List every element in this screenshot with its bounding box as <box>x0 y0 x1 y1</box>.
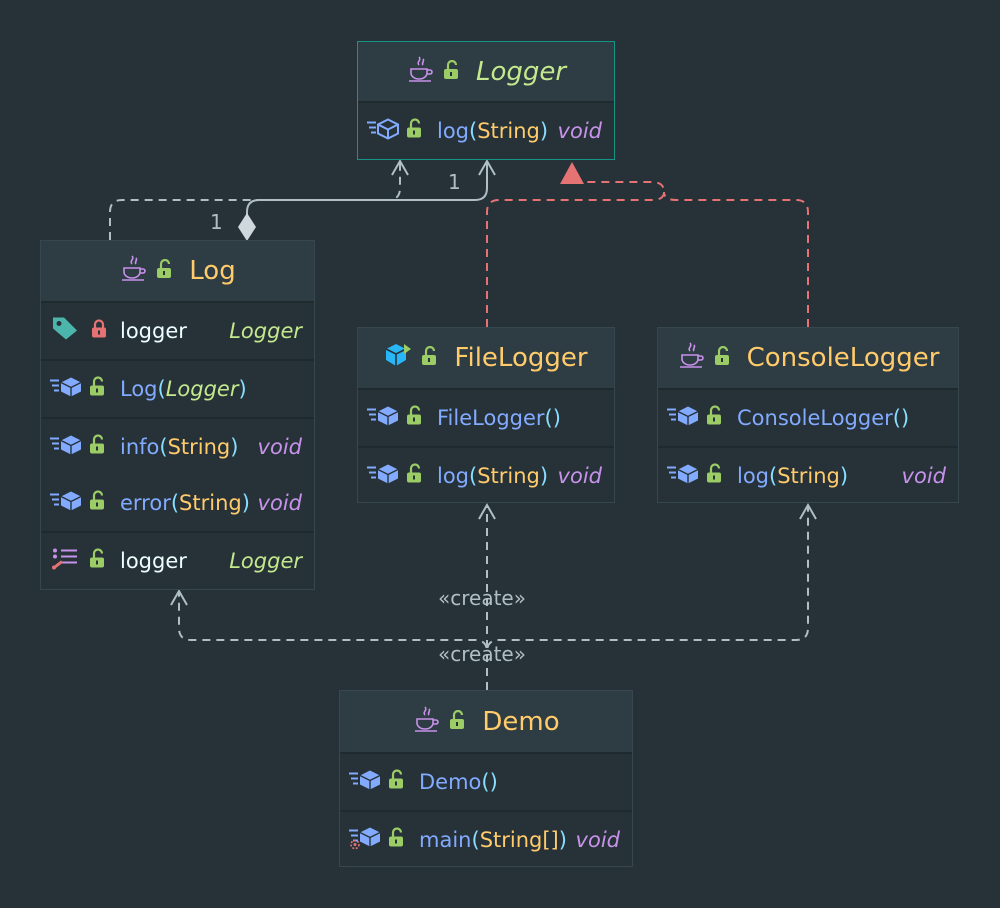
unlocked-icon <box>88 490 106 516</box>
unlocked-icon <box>420 345 438 370</box>
composition-edge-log-logger <box>246 163 488 220</box>
java-icon <box>412 705 440 739</box>
create-label-filelogger: «create» <box>438 586 526 610</box>
class-header: Logger <box>358 42 614 103</box>
property-row-logger[interactable]: logger Logger <box>41 533 314 589</box>
return-type: void <box>257 491 302 515</box>
create-arrowhead-filelogger <box>478 502 496 520</box>
unlocked-icon <box>387 827 405 853</box>
dependency-edge-log-logger <box>109 163 401 240</box>
cube-icon <box>384 342 412 374</box>
class-filelogger[interactable]: FileLogger FileLogger() log(String) void <box>357 327 615 503</box>
property-type: Logger <box>229 549 302 573</box>
property-name: logger <box>120 549 187 573</box>
class-name: Log <box>189 256 236 286</box>
constructor-row-filelogger[interactable]: FileLogger() <box>358 390 614 448</box>
unlocked-icon <box>442 59 460 84</box>
method-signature: log(String) <box>737 464 849 488</box>
create-arrowhead-consolelogger <box>799 502 817 520</box>
create-arrowhead-log <box>170 588 188 606</box>
class-logger[interactable]: Logger log(String) void <box>357 41 615 160</box>
field-type: Logger <box>229 319 302 343</box>
method-signature: log(String) <box>437 119 549 143</box>
class-log[interactable]: Log logger Logger Log(Logger) info(Strin… <box>40 240 315 590</box>
field-row-logger[interactable]: logger Logger <box>41 303 314 361</box>
method-icon <box>366 118 400 145</box>
method-icon <box>49 490 83 517</box>
field-tag-icon <box>51 316 79 347</box>
constructor-signature: Demo() <box>419 770 498 794</box>
class-header: Log <box>41 241 314 303</box>
multiplicity-target: 1 <box>448 170 461 194</box>
return-type: void <box>575 828 620 852</box>
multiplicity-source: 1 <box>210 210 223 234</box>
method-signature: info(String) <box>120 435 239 459</box>
constructor-signature: Log(Logger) <box>120 377 247 401</box>
unlocked-icon <box>405 405 423 431</box>
constructor-row-log[interactable]: Log(Logger) <box>41 361 314 419</box>
unlocked-icon <box>448 709 466 734</box>
class-consolelogger[interactable]: ConsoleLogger ConsoleLogger() log(String… <box>657 327 959 503</box>
method-row-error[interactable]: error(String) void <box>41 475 314 533</box>
realization-edge-filelogger <box>486 181 666 327</box>
method-signature: main(String[]) <box>419 828 567 852</box>
unlocked-icon <box>705 405 723 431</box>
method-icon <box>49 376 83 403</box>
return-type: void <box>901 464 946 488</box>
field-name: logger <box>120 319 187 343</box>
method-signature: log(String) <box>437 464 549 488</box>
create-label-consolelogger: «create» <box>438 642 526 666</box>
return-type: void <box>557 464 602 488</box>
return-type: void <box>257 435 302 459</box>
composition-diamond <box>238 213 256 241</box>
unlocked-icon <box>88 434 106 460</box>
method-row-log[interactable]: log(String) void <box>358 103 614 159</box>
property-icon <box>51 547 79 576</box>
method-signature: error(String) <box>120 491 250 515</box>
locked-icon <box>90 319 108 344</box>
method-icon <box>366 405 400 432</box>
constructor-row-consolelogger[interactable]: ConsoleLogger() <box>658 390 958 448</box>
method-icon <box>666 463 700 490</box>
dependency-arrowhead-logger <box>391 158 409 176</box>
unlocked-icon <box>713 345 731 370</box>
java-icon <box>677 341 705 375</box>
constructor-row-demo[interactable]: Demo() <box>340 754 632 812</box>
java-icon <box>406 55 434 89</box>
class-name: Logger <box>475 56 567 87</box>
unlocked-icon <box>155 258 173 283</box>
class-demo[interactable]: Demo Demo() main(String[]) void <box>339 690 633 867</box>
method-icon <box>49 434 83 461</box>
constructor-signature: ConsoleLogger() <box>737 406 910 430</box>
class-name: ConsoleLogger <box>746 343 940 373</box>
unlocked-icon <box>405 463 423 489</box>
method-row-info[interactable]: info(String) void <box>41 419 314 475</box>
class-name: Demo <box>482 706 560 737</box>
unlocked-icon <box>88 376 106 402</box>
return-type: void <box>557 119 602 143</box>
composition-arrowhead-logger <box>478 158 496 176</box>
unlocked-icon <box>88 548 106 574</box>
constructor-signature: FileLogger() <box>437 406 561 430</box>
class-header: ConsoleLogger <box>658 328 958 390</box>
unlocked-icon <box>405 118 423 144</box>
unlocked-icon <box>705 463 723 489</box>
method-icon <box>366 463 400 490</box>
class-header: FileLogger <box>358 328 614 390</box>
method-icon <box>666 405 700 432</box>
class-header: Demo <box>340 691 632 754</box>
method-icon <box>348 769 382 796</box>
method-row-log[interactable]: log(String) void <box>658 448 958 504</box>
create-edge-demo-consolelogger <box>486 507 809 690</box>
unlocked-icon <box>387 769 405 795</box>
class-name: FileLogger <box>454 343 588 373</box>
static-method-icon <box>348 826 382 855</box>
method-row-log[interactable]: log(String) void <box>358 448 614 504</box>
realization-triangle <box>560 162 584 184</box>
realization-edge-consolelogger <box>663 191 809 327</box>
method-row-main[interactable]: main(String[]) void <box>340 812 632 868</box>
java-icon <box>119 254 147 288</box>
